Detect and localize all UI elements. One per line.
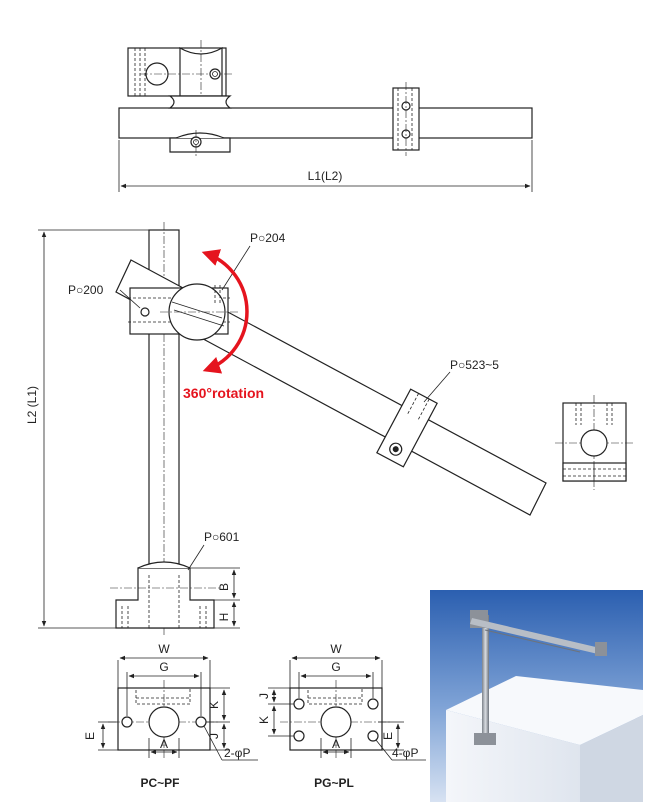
- pc-dim-a: A: [160, 737, 168, 751]
- rotation-label: 360°rotation: [183, 385, 264, 401]
- pg-dim-j: J: [257, 693, 271, 699]
- p204-label: P○204: [250, 231, 286, 245]
- pc-dim-k: K: [207, 701, 221, 709]
- p523-label: P○523~5: [450, 358, 499, 372]
- product-photo: [430, 590, 643, 802]
- dim-h-label: H: [217, 613, 231, 622]
- pg-dim-a: A: [332, 737, 340, 751]
- pc-dim-e: E: [83, 732, 97, 740]
- p200-label: P○200: [68, 283, 104, 297]
- pc-dim-w: W: [158, 642, 170, 656]
- top-view: L1(L2): [118, 40, 533, 192]
- top-length-label: L1(L2): [308, 169, 343, 183]
- p601-label: P○601: [204, 530, 240, 544]
- rotation-arrow: [201, 249, 249, 374]
- pc-dim-j: J: [207, 733, 221, 739]
- pg-dim-g: G: [331, 660, 340, 674]
- pg-dim-k: K: [257, 716, 271, 724]
- pg-dim-e: E: [381, 732, 395, 740]
- pg-holes-label: 4-φP: [392, 746, 418, 760]
- base-plan-pg: W G A J K E 4-φP PG~PL: [257, 642, 426, 790]
- base-plan-pc: W G A E K J 2-φP PC~PF: [83, 642, 258, 790]
- pg-dim-w: W: [330, 642, 342, 656]
- vertical-length-label: L2 (L1): [25, 386, 39, 424]
- dim-b-label: B: [217, 583, 231, 591]
- side-view: B H L2 (L1) P○204 P○200 P○523~5 P○601 36…: [25, 222, 547, 635]
- pg-caption: PG~PL: [314, 776, 354, 790]
- pc-holes-label: 2-φP: [224, 746, 250, 760]
- clamp-end-view: [555, 395, 634, 490]
- pc-caption: PC~PF: [140, 776, 179, 790]
- pc-dim-g: G: [159, 660, 168, 674]
